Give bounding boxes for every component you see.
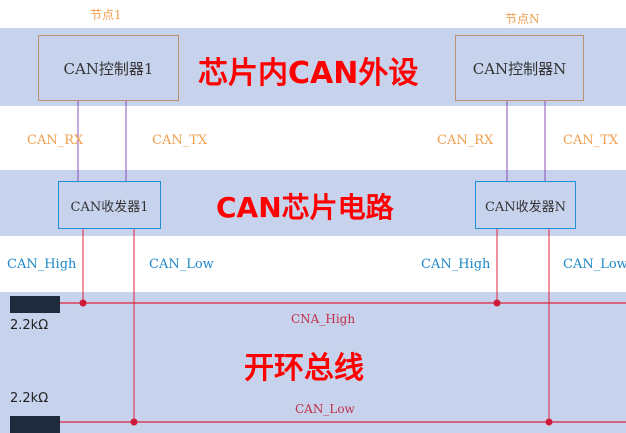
node-1-label: 节点1 [90,8,122,22]
tx-label-node-n: CAN_TX [563,133,619,148]
layer-title-transceiver-circuit: CAN芯片电路 [216,191,394,224]
termination-resistor-high [10,296,60,313]
termination-resistor-low [10,416,60,433]
resistor-low-value: 2.2kΩ [10,391,49,406]
band-open-loop-bus [0,292,626,433]
can-controller-1: CAN控制器1 [38,35,179,101]
junction-high-node-n [493,299,501,307]
can-controller-n: CAN控制器N [455,35,584,101]
junction-high-node-1 [79,299,87,307]
low-label-node-1: CAN_Low [149,257,214,272]
high-label-node-n: CAN_High [421,257,491,272]
bus-low-label: CAN_Low [295,402,355,416]
resistor-high-value: 2.2kΩ [10,318,49,333]
bus-high-label: CNA_High [291,312,356,326]
tx-label-node-1: CAN_TX [152,133,208,148]
rx-label-node-n: CAN_RX [437,133,494,148]
can-transceiver-n: CAN收发器N [475,181,576,229]
layer-title-chip-peripheral: 芯片内CAN外设 [198,56,419,91]
junction-low-node-1 [130,418,138,426]
rx-label-node-1: CAN_RX [27,133,84,148]
junction-low-node-n [545,418,553,426]
high-label-node-1: CAN_High [7,257,77,272]
can-transceiver-1: CAN收发器1 [58,181,161,229]
node-n-label: 节点N [505,12,540,26]
layer-title-open-loop-bus: 开环总线 [244,351,364,386]
low-label-node-n: CAN_Low [563,257,626,272]
